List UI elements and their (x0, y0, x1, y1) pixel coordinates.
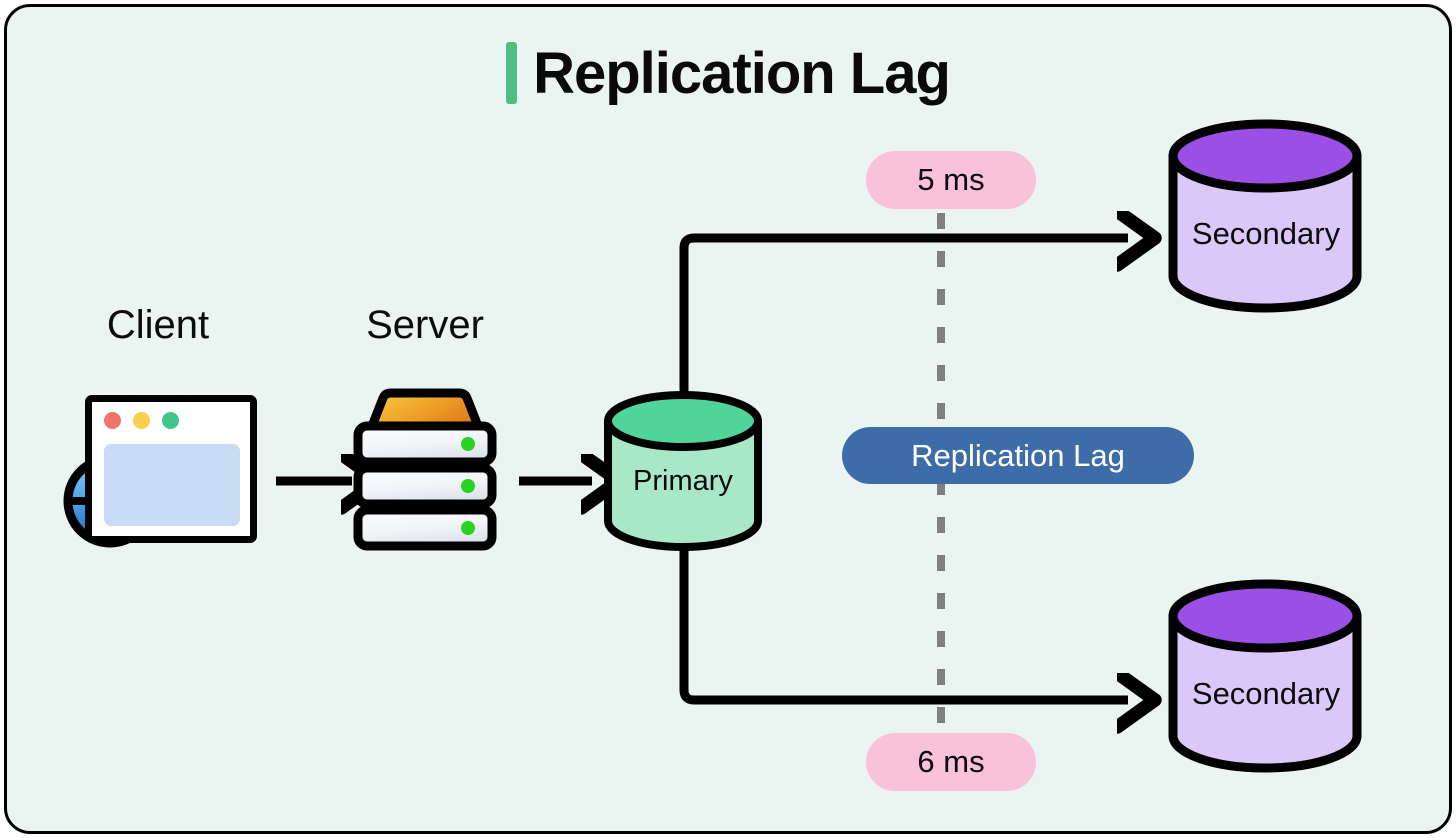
latency-badge-top: 5 ms (866, 151, 1036, 209)
secondary-top-label: Secondary (1191, 216, 1341, 251)
browser-window-icon (85, 395, 257, 543)
title-accent-bar (506, 42, 518, 104)
page-title: Replication Lag (533, 40, 951, 106)
browser-dot-red-icon (104, 412, 121, 429)
secondary-bottom-label: Secondary (1191, 676, 1341, 711)
secondary-bottom-database-node: Secondary (1168, 584, 1364, 770)
secondary-top-database-node: Secondary (1168, 124, 1364, 310)
secondary-bottom-cylinder-shape (1168, 579, 1362, 773)
latency-badge-bottom: 6 ms (866, 733, 1036, 791)
replication-lag-badge: Replication Lag (842, 427, 1194, 484)
client-icon (62, 395, 257, 545)
browser-traffic-lights (104, 412, 179, 429)
browser-dot-green-icon (162, 412, 179, 429)
secondary-top-cylinder-shape (1168, 119, 1362, 313)
primary-label: Primary (633, 465, 733, 497)
primary-database-node: Primary (604, 395, 762, 547)
browser-dot-yellow-icon (133, 412, 150, 429)
connector-primary-to-secondary-top (679, 238, 1128, 460)
browser-viewport (104, 444, 240, 526)
title-block: Replication Lag (0, 30, 1456, 116)
server-rack-icon (353, 388, 497, 551)
client-caption: Client (106, 303, 210, 347)
primary-cylinder-shape (604, 391, 762, 551)
connector-primary-to-secondary-bottom (679, 500, 1128, 700)
server-caption: Server (366, 303, 484, 347)
